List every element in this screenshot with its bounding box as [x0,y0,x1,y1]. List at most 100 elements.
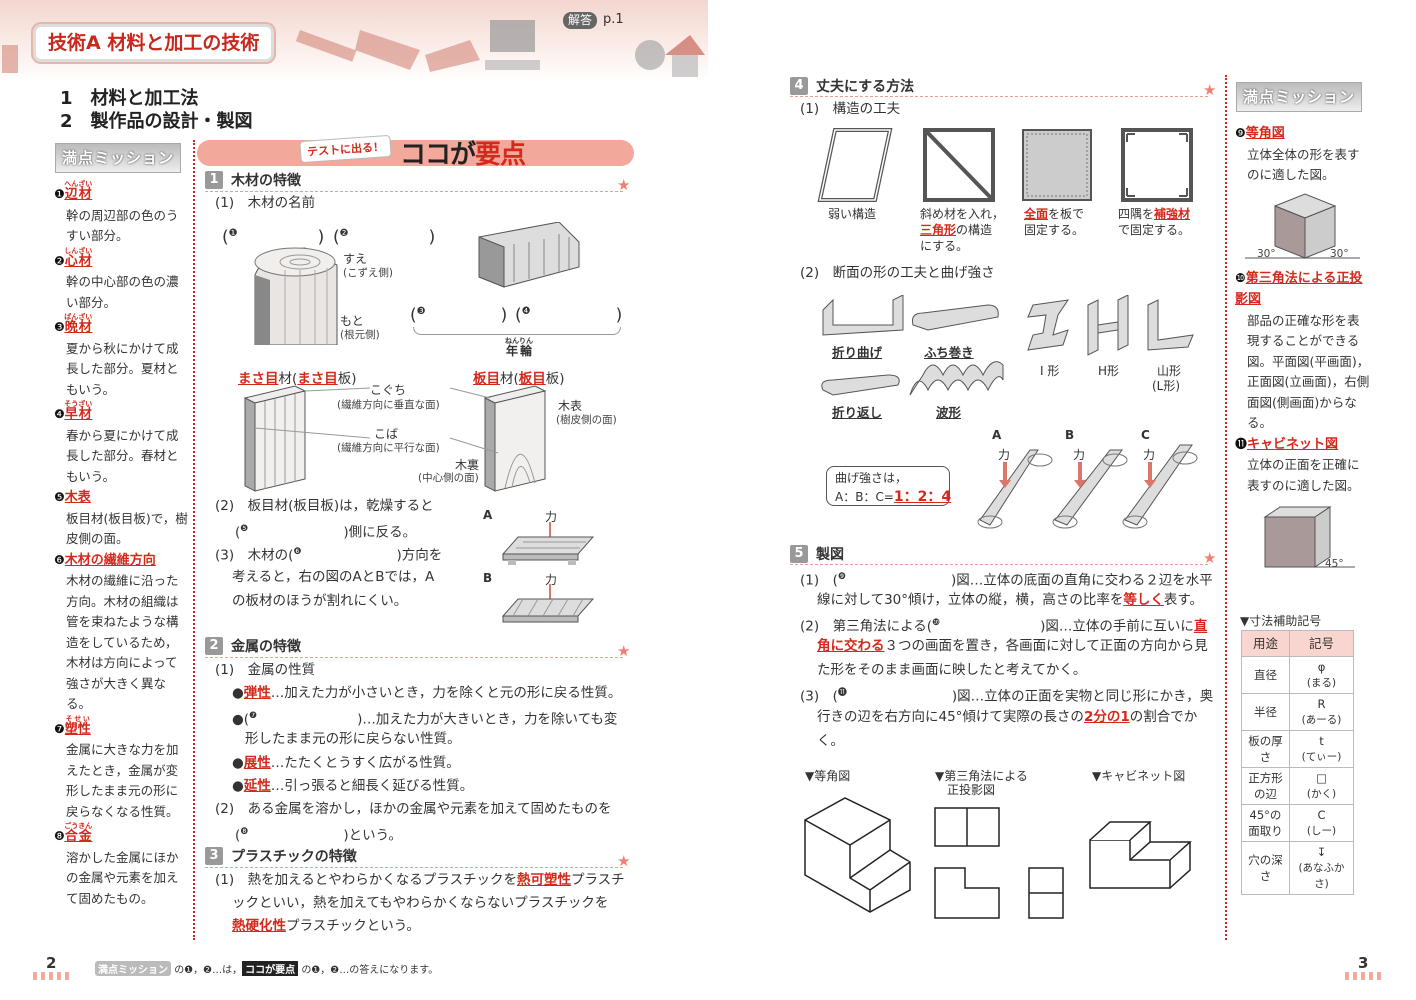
symbol-use: 穴の深さ [1241,841,1290,895]
force-label: 力 [545,510,558,524]
star-icon: ★ [617,642,631,660]
label-orimage: 折り曲げ [832,345,883,360]
subtitle-2: 2 製作品の設計・製図 [60,111,253,132]
answer-badge: 解答 [563,12,598,29]
mission-term: 塑性そせい [64,714,91,737]
mission-item: ❼塑性そせい金属に大きな力を加えたとき，金属が変形したまま元の形に戻らなくなる性… [54,715,189,823]
star-icon: ★ [617,176,631,194]
log-illustration [254,247,338,345]
beam-label-c: C [1141,428,1150,442]
symbol-row: 穴の深さ↧(あなふかさ) [1241,841,1354,895]
frame-caption: 全面を板で固定する。 [1024,207,1085,237]
mission-item: ❿第三角法による正投影図部品の正確な形を表現することができる図。平面図(平画面)… [1235,268,1370,434]
label-koba: こば [374,427,399,441]
item-number: ❷ [54,253,65,268]
item-number: ❹ [54,407,65,421]
mission-item: ❺木表板目材(板目板)で，樹皮側の面。 [54,487,189,550]
plastic-line-2: ックといい，熱を加えてもやわらかくならないプラスチックを [232,895,609,911]
question: (2) 断面の形の工夫と曲げ強さ [800,265,995,281]
fig-label-cabinet: ▼キャビネット図 [1092,769,1186,783]
question: (1) 金属の性質 [215,662,316,678]
chapter-title: 技術A 材料と加工の技術 [33,24,275,62]
mission-desc: 立体全体の形を表すのに適した図。 [1247,146,1360,183]
label-moto-sub: (根元側) [340,329,380,341]
isometric-cube: 30°30° [1235,186,1370,268]
bullet-cont: 形したまま元の形に戻らない性質。 [245,731,461,747]
drawing-line-4: 角に交わる３つの画面を置き，各画面に対して正面の方向から見 [817,638,1208,654]
heading-underline [205,657,623,658]
drawing-line-6: (3) (⓫)図…立体の正面を実物と同じ形にかき，奥 [800,688,1214,705]
mission-desc: 溶かした金属にほかの金属や元素を加えて固めたもの。 [66,849,179,906]
item-number: ❼ [54,721,65,736]
blank-3: (❸) [410,305,508,326]
label-kiura: 木裏 [455,458,480,472]
symbol-cell: C(しー) [1289,804,1354,842]
heading-underline [790,564,1208,565]
fig-label-isometric: ▼等角図 [805,769,851,783]
item-number: ❽ [54,829,65,843]
heading-underline [790,96,1208,97]
label-sue: すえ [343,252,368,266]
drawing-line-2: 線に対して30°傾け，立体の縦，横，高さの比率を等しく表す。 [817,592,1204,608]
item-number: ❶ [54,187,65,201]
symbol-use: 正方形の辺 [1241,767,1290,805]
label-masame: まさ目材(まさ目板) [238,371,357,387]
strength-bubble: 曲げ強さは， A：B：C=1：2：4 [826,466,951,506]
symbol-use: 半径 [1241,693,1290,731]
force-label: 力 [545,573,558,587]
mission-item: ❷心材しんざい幹の中心部の色の濃い部分。 [54,247,189,314]
mission-desc: 立体の正面を正確に表すのに適した図。 [1247,457,1360,493]
label-nenrin: 年輪ねんりん [505,337,533,358]
drawing-line-8: く。 [817,733,844,749]
mission-item: ❾等角図立体全体の形を表すのに適した図。 30°30° [1235,123,1370,268]
brace [413,327,621,335]
label-orikaeshi: 折り返し [832,405,883,420]
symbol-row: 正方形の辺□(かく) [1241,767,1354,805]
frame-caption: 弱い構造 [828,207,877,221]
frame-caption: 斜め材を入れ，三角形の構造にする。 [920,207,1005,253]
column-divider [193,140,195,940]
checker-decoration [1345,972,1385,980]
drawing-line-5: た形をそのまま画面に映したと考えてかく。 [817,662,1087,678]
blank-1: (❶) [222,227,325,248]
label-moto: もと [340,314,364,328]
tools-illustration [2,20,705,77]
projection-drawings [804,797,1192,919]
mission-item: ❻木材の繊維方向木材の繊維に沿った方向。木材の組織は管を束ねたような構造をしてい… [54,550,189,715]
beam-label-a: A [992,428,1002,442]
symbol-use: 直径 [1241,656,1290,694]
heading-underline [205,191,623,192]
bending-strength-beams [977,444,1198,529]
mission-desc: 夏から秋にかけて成長した部分。夏材ともいう。 [66,340,179,397]
question: (1) 構造の工夫 [800,101,901,117]
key-points-title: ココが要点 [400,140,526,170]
mission-item: ❽合金ごうきん溶かした金属にほかの金属や元素を加えて固めたもの。 [54,822,189,909]
heading-underline [205,867,623,868]
mission-term: 晩材ばんざい [64,313,93,335]
fig-label-ortho-2: 正投影図 [947,783,996,797]
page-number-left: 2 [46,954,57,972]
mission-desc: 部品の正確な形を表現することができる図。平面図(平画面)，正面図(立画面)，右側… [1247,312,1370,431]
label-angle-sub: (L形) [1152,379,1181,393]
force-label: 力 [1073,448,1086,462]
mission-item: ⓫キャビネット図立体の正面を正確に表すのに適した図。 45° [1235,434,1370,583]
growth-ring-block [478,222,580,288]
star-icon: ★ [1203,81,1217,99]
label-koba-sub: (繊維方向に平行な面) [337,442,440,454]
label-sue-sub: (こずえ側) [343,267,393,279]
question: (2) ある金属を溶かし，ほかの金属や元素を加えて固めたものを [215,801,612,817]
mission-term: 早材そうざい [64,400,93,422]
blank-4: (❹) [515,305,623,326]
label-h-beam: H形 [1098,364,1120,378]
cross-section-shapes [821,295,1194,396]
checker-decoration [33,972,73,980]
board-illustrations [243,385,547,492]
column-divider [1225,75,1227,940]
blank-8-line: (❽)という。 [235,827,402,844]
